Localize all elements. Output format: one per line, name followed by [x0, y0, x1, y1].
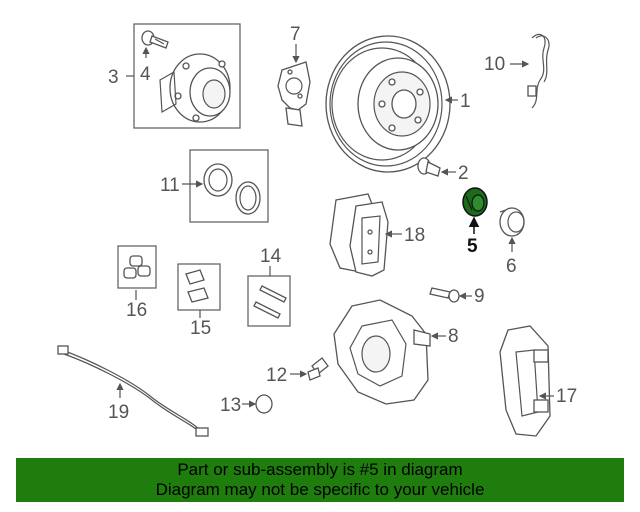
callout-numbers: 1 2 3 4 5 6 7 8 9 10 11 12 13 14 15 16 1…	[108, 24, 577, 423]
caliper-bracket[interactable]	[499, 325, 551, 437]
rotor-screw[interactable]	[417, 157, 441, 177]
caliper-bolt[interactable]	[429, 287, 460, 303]
leader-lines	[116, 44, 554, 408]
callout-18: 18	[404, 225, 425, 246]
callout-17: 17	[556, 386, 577, 407]
dust-cap[interactable]	[255, 394, 273, 414]
grease-cap[interactable]	[499, 207, 525, 237]
caliper-bolt-kit[interactable]	[247, 275, 291, 327]
callout-15: 15	[190, 318, 211, 339]
splash-shield[interactable]	[277, 61, 311, 127]
callout-12: 12	[266, 365, 287, 386]
wear-sensor-wire[interactable]	[527, 33, 550, 109]
callout-2: 2	[458, 163, 469, 184]
callout-5: 5	[467, 236, 478, 257]
seal-kit[interactable]	[189, 149, 269, 223]
callout-8: 8	[448, 326, 459, 347]
callout-1: 1	[460, 91, 471, 112]
callout-9: 9	[474, 286, 485, 307]
info-banner: Part or sub-assembly is #5 in diagram Di…	[16, 458, 624, 502]
callout-7: 7	[290, 24, 301, 45]
hub-bolt	[141, 30, 169, 49]
part-5-highlighted[interactable]	[462, 187, 488, 217]
callout-4: 4	[140, 64, 151, 85]
callout-13: 13	[220, 395, 241, 416]
bleeder-screw[interactable]	[307, 357, 329, 381]
callout-10: 10	[484, 54, 505, 75]
callout-14: 14	[260, 246, 282, 267]
hub-flange	[159, 53, 231, 123]
banner-line-2: Diagram may not be specific to your vehi…	[155, 480, 485, 499]
parts-diagram: 1 2 3 4 5 6 7 8 9 10 11 12 13 14 15 16 1…	[57, 23, 577, 437]
callout-19: 19	[108, 402, 129, 423]
callout-16: 16	[126, 300, 147, 321]
hub-bearing-assembly[interactable]	[133, 23, 241, 129]
callout-11: 11	[160, 175, 180, 196]
callout-3: 3	[108, 67, 119, 88]
brake-caliper[interactable]	[333, 299, 431, 405]
callout-6: 6	[506, 256, 517, 277]
banner-line-1: Part or sub-assembly is #5 in diagram	[177, 460, 463, 479]
guide-pin-kit[interactable]	[177, 263, 221, 311]
brake-rotor[interactable]	[325, 35, 451, 173]
bushing-kit[interactable]	[117, 245, 157, 289]
brake-pads[interactable]	[329, 193, 389, 277]
sensor-cable[interactable]	[57, 345, 209, 437]
